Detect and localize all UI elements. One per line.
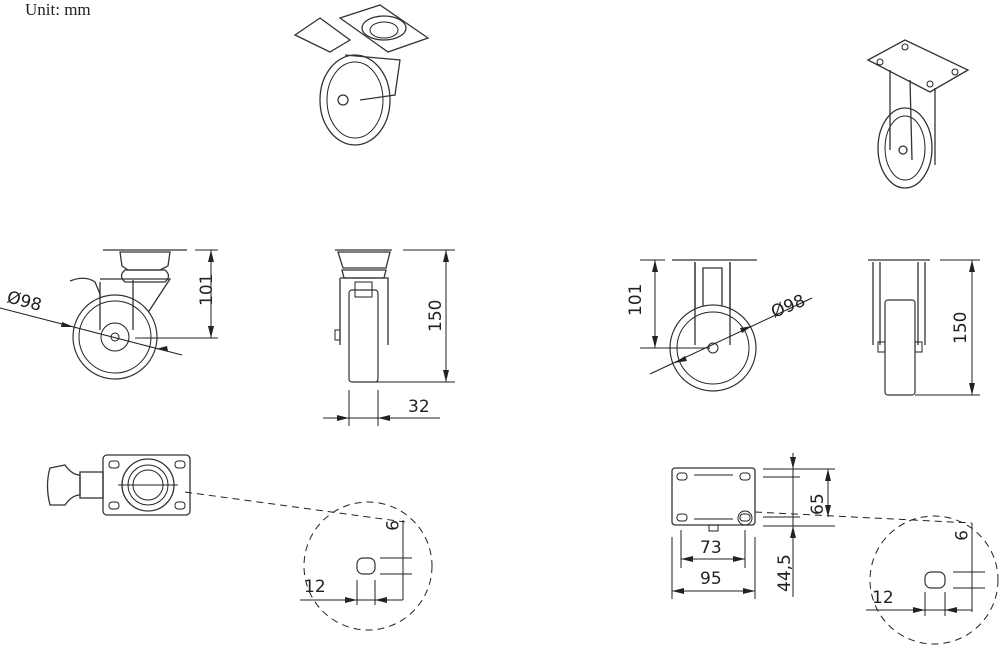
swivel-width-dim: 32 xyxy=(408,397,430,417)
swivel-top-view: 9 12 xyxy=(46,454,433,631)
rigid-caster-isometric xyxy=(866,39,970,189)
rigid-slot-width-dim: 12 xyxy=(872,588,894,608)
rigid-front-view: 150 xyxy=(868,259,980,396)
rigid-hole-spacing-x-dim: 73 xyxy=(700,538,722,558)
swivel-diameter-dim: Ø98 xyxy=(5,288,44,316)
swivel-slot-height-dim: 9 xyxy=(381,520,401,531)
rigid-hole-spacing-y-dim: 65 xyxy=(808,493,828,515)
swivel-side-view: 101 Ø98 xyxy=(0,249,218,380)
swivel-slot-width-dim: 12 xyxy=(304,577,326,597)
rigid-top-view: 65 44,5 73 95 9 12 xyxy=(671,453,999,645)
swivel-overall-height-dim: 150 xyxy=(426,300,446,332)
swivel-height-dim: 101 xyxy=(197,274,217,306)
swivel-caster-isometric xyxy=(293,4,430,146)
rigid-slot-height-dim: 9 xyxy=(950,530,970,541)
rigid-plate-width-dim: 95 xyxy=(700,569,722,589)
rigid-overall-height-dim: 150 xyxy=(951,312,971,344)
rigid-plate-depth-dim: 44,5 xyxy=(775,554,795,592)
swivel-front-view: 150 32 xyxy=(323,249,455,426)
rigid-diameter-dim: Ø98 xyxy=(768,291,808,323)
rigid-side-view: 101 Ø98 xyxy=(626,259,813,392)
unit-label: Unit: mm xyxy=(25,0,91,19)
rigid-height-dim: 101 xyxy=(626,284,646,316)
